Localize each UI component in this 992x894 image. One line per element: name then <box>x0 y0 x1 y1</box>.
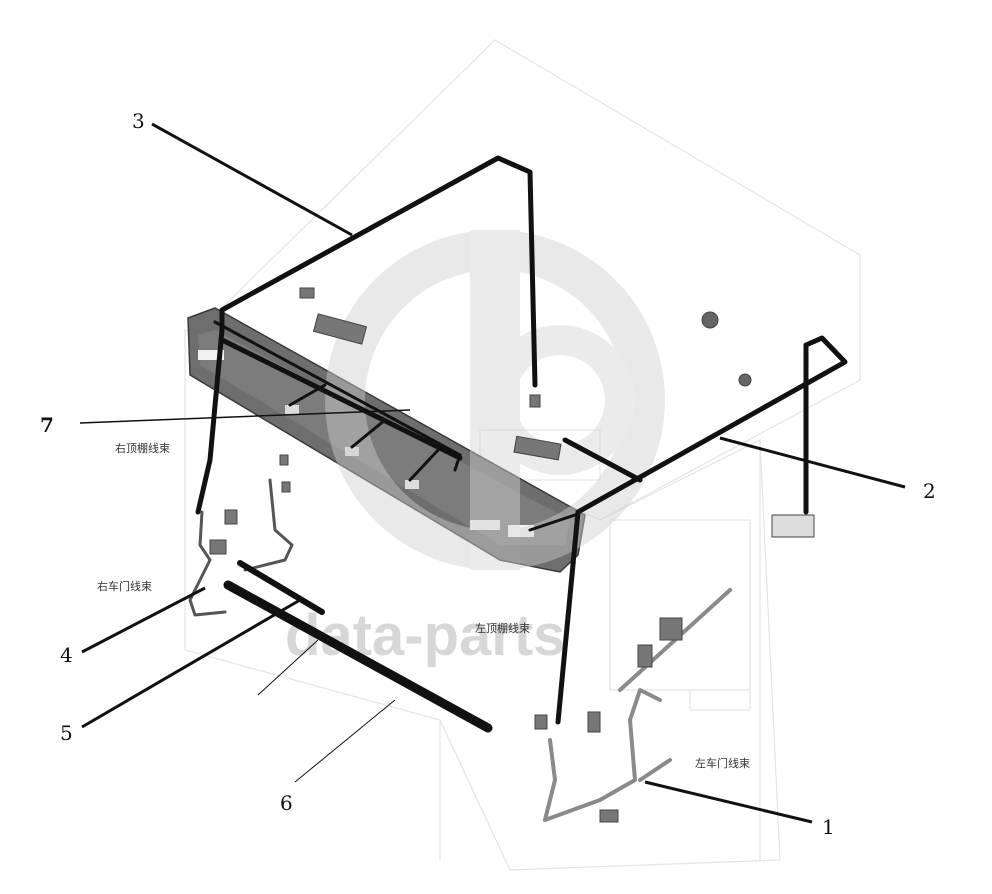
connector <box>209 539 227 555</box>
connector <box>637 644 653 668</box>
label-right-roof-harness: 右顶棚线束 <box>115 441 170 455</box>
panel-label-plate <box>470 520 500 530</box>
watermark-text: data-parts <box>285 603 565 668</box>
label-left-door-harness: 左车门线束 <box>695 756 750 770</box>
left-door-harness-1 <box>543 588 732 822</box>
strip-6 <box>223 580 493 733</box>
callout-4: 4 <box>60 643 73 667</box>
callout-3: 3 <box>132 109 145 133</box>
leader-3 <box>151 122 353 237</box>
connector <box>738 373 752 387</box>
strip-5 <box>237 560 325 615</box>
connector <box>281 481 291 493</box>
panel-harness-7 <box>213 320 577 532</box>
leader-5 <box>81 598 301 729</box>
connector <box>534 714 548 730</box>
callout-6: 6 <box>280 791 293 815</box>
panel-switch <box>198 350 224 360</box>
callout-1: 1 <box>822 815 835 839</box>
panel-switch <box>405 480 419 489</box>
connector <box>299 287 315 299</box>
panel-switch <box>345 447 359 456</box>
work-lamp <box>701 311 719 329</box>
leader-5b <box>257 639 319 696</box>
connector <box>279 454 289 466</box>
harness-labels: 右顶棚线束 右车门线束 左顶棚线束 左车门线束 <box>97 441 750 770</box>
callout-5: 5 <box>60 721 73 745</box>
rear-lamp <box>771 514 815 538</box>
leader-lines <box>79 122 906 824</box>
panel-switch <box>285 405 299 414</box>
leader-1 <box>644 780 813 824</box>
roof-harness-3 <box>195 155 538 515</box>
leader-7 <box>79 409 411 424</box>
left-roof-harness-2 <box>555 335 848 725</box>
panel-label-plate <box>508 525 534 537</box>
components <box>209 287 815 823</box>
roof-lamp <box>513 435 562 461</box>
leader-4 <box>81 586 206 654</box>
callout-2: 2 <box>923 479 936 503</box>
right-door-harness-4 <box>188 478 294 617</box>
label-left-roof-harness: 左顶棚线束 <box>475 621 530 635</box>
callout-7: 7 <box>40 413 54 437</box>
connector <box>587 711 601 733</box>
roof-lamp <box>312 313 368 345</box>
connector <box>529 394 541 408</box>
leader-2 <box>719 436 906 489</box>
label-right-door-harness: 右车门线束 <box>97 579 152 593</box>
door-strips <box>223 560 493 733</box>
connector <box>224 509 238 525</box>
callout-numbers: 1 2 3 4 5 6 7 <box>40 109 936 839</box>
watermark-logo <box>325 230 665 570</box>
connector <box>599 809 619 823</box>
connector <box>659 617 683 641</box>
leader-6 <box>294 699 396 783</box>
